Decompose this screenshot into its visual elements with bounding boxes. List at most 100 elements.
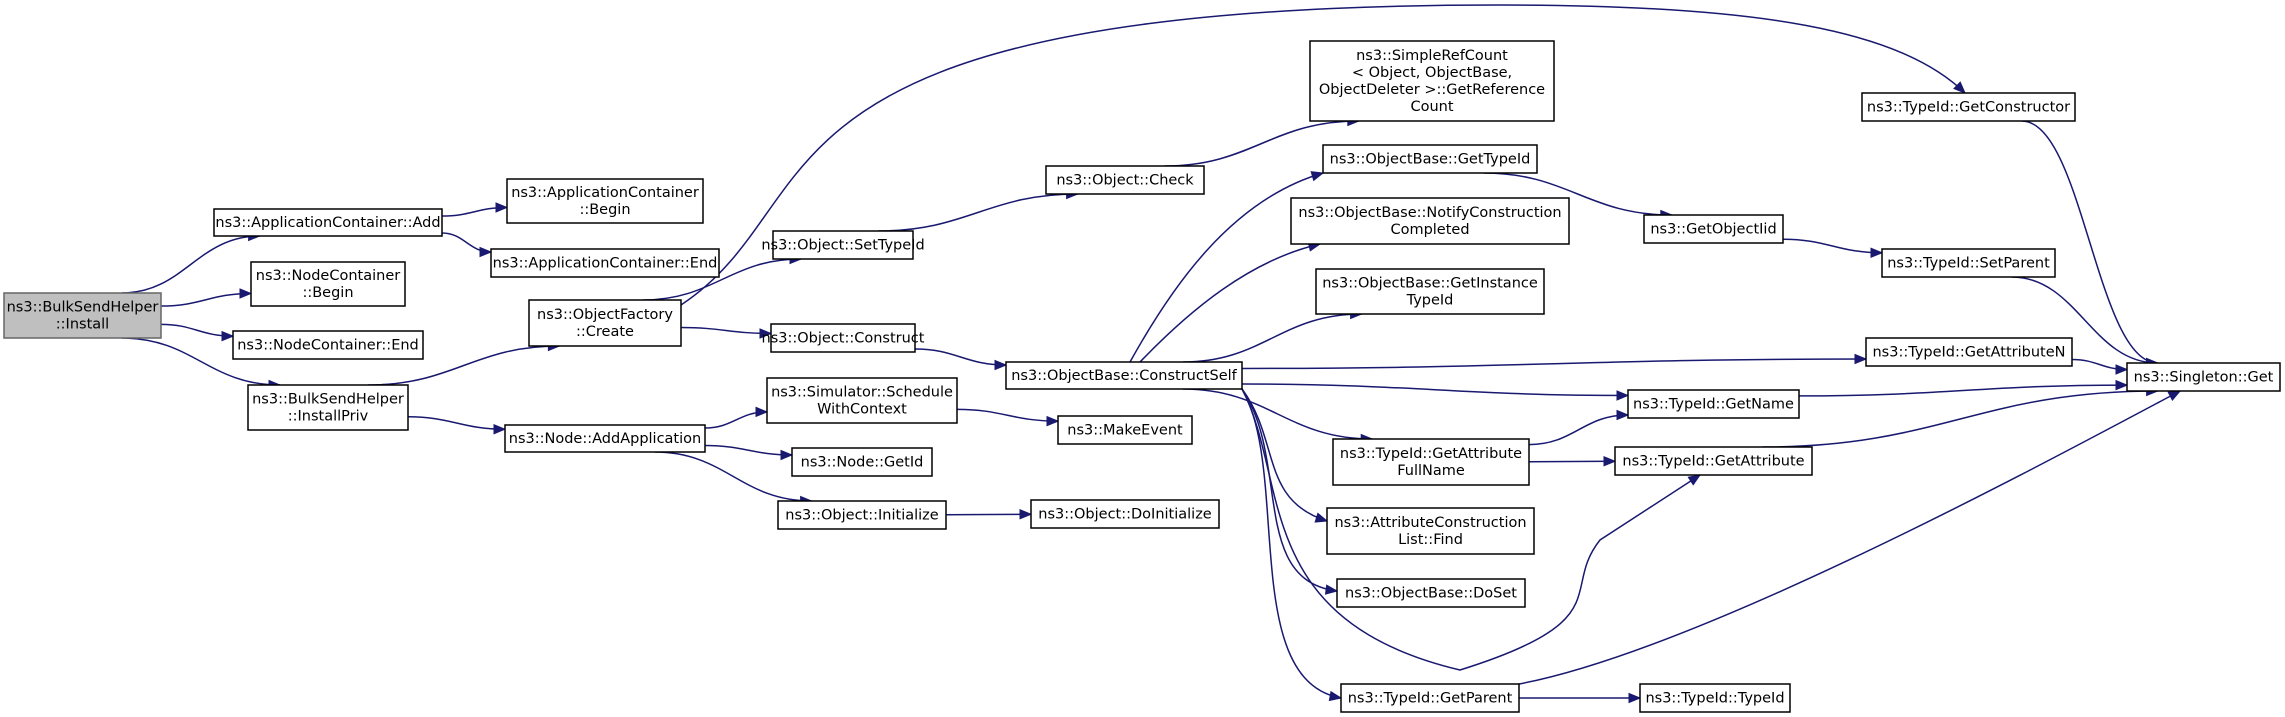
node-label: ns3::BulkSendHelper — [252, 392, 404, 408]
node-obGetTypeId[interactable]: ns3::ObjectBase::GetTypeId — [1322, 144, 1538, 174]
node-installPriv[interactable]: ns3::BulkSendHelper::InstallPriv — [247, 384, 409, 431]
node-box — [1340, 683, 1520, 713]
node-box — [1639, 683, 1791, 713]
arrowhead-icon — [1603, 456, 1617, 467]
arrowhead-icon — [759, 328, 773, 339]
node-label: ns3::Simulator::Schedule — [771, 385, 953, 401]
node-makeEvent[interactable]: ns3::MakeEvent — [1057, 415, 1193, 445]
node-label: ::InstallPriv — [288, 409, 369, 425]
node-addApp[interactable]: ns3::Node::AddApplication — [504, 424, 706, 453]
node-label: ns3::Node::AddApplication — [509, 431, 701, 447]
node-label: ns3::Node::GetId — [801, 455, 924, 471]
node-label: Completed — [1390, 222, 1469, 238]
node-label: ns3::TypeId::GetConstructor — [1867, 100, 2070, 116]
edge-constructSelf-to-getAttrFullName — [1182, 388, 1373, 440]
node-singletonGet[interactable]: ns3::Singleton::Get — [2126, 362, 2281, 392]
node-notifyCC[interactable]: ns3::ObjectBase::NotifyConstructionCompl… — [1290, 197, 1570, 245]
node-label: ns3::ObjectBase::GetTypeId — [1330, 152, 1531, 168]
node-box — [1861, 92, 2076, 122]
node-label: ns3::TypeId::SetParent — [1887, 256, 2050, 272]
node-box — [232, 330, 424, 360]
edge-getAttribute-to-singletonGet — [1762, 390, 2158, 448]
arrowhead-icon — [239, 288, 253, 299]
arrowhead-icon — [479, 246, 493, 258]
node-label: ns3::BulkSendHelper — [7, 300, 159, 316]
node-constructSelf[interactable]: ns3::ObjectBase::ConstructSelf — [1005, 361, 1243, 390]
node-box — [1336, 578, 1526, 608]
node-label: ns3::TypeId::TypeId — [1645, 691, 1784, 707]
node-label: ns3::ObjectFactory — [537, 307, 673, 323]
node-label: ns3::TypeId::GetName — [1633, 397, 1794, 413]
node-box — [1332, 438, 1530, 486]
node-doSet[interactable]: ns3::ObjectBase::DoSet — [1336, 578, 1526, 608]
node-acBegin[interactable]: ns3::ApplicationContainer::Begin — [506, 178, 704, 224]
node-box — [1309, 40, 1555, 122]
node-label: ns3::AttributeConstruction — [1334, 515, 1526, 531]
edge-obGetTypeId-to-getObjectIid — [1483, 172, 1672, 216]
node-box — [1290, 197, 1570, 245]
edge-constructSelf-to-getParent — [1241, 388, 1342, 699]
node-label: WithContext — [817, 402, 907, 418]
node-install[interactable]: ns3::BulkSendHelper::Install — [3, 292, 162, 339]
edge-objConstruct-to-constructSelf — [914, 348, 1007, 366]
node-label: ns3::Singleton::Get — [2134, 370, 2274, 386]
node-box — [506, 178, 704, 224]
node-ncEnd[interactable]: ns3::NodeContainer::End — [232, 330, 424, 360]
node-label: ns3::NodeContainer::End — [237, 338, 419, 354]
edge-setParent-to-singletonGet — [2011, 276, 2158, 364]
node-box — [528, 299, 682, 347]
edge-constructSelf-to-getAttrN — [1241, 358, 1867, 370]
node-label: ns3::TypeId::GetAttribute — [1622, 454, 1804, 470]
arrowhead-icon — [1328, 690, 1343, 702]
node-label: List::Find — [1398, 532, 1463, 548]
node-box — [777, 500, 947, 530]
node-doInit[interactable]: ns3::Object::DoInitialize — [1030, 499, 1220, 529]
edge-ofCreate-to-setTypeId — [642, 258, 802, 301]
node-box — [1865, 337, 2073, 367]
node-label: ns3::ObjectBase::GetInstance — [1322, 276, 1538, 292]
node-label: ns3::Object::Initialize — [785, 508, 938, 524]
node-refCount[interactable]: ns3::SimpleRefCount< Object, ObjectBase,… — [1309, 40, 1555, 122]
node-getObjectIid[interactable]: ns3::GetObjectIid — [1643, 214, 1784, 244]
node-label: ns3::MakeEvent — [1067, 423, 1183, 439]
node-ncBegin[interactable]: ns3::NodeContainer::Begin — [250, 261, 406, 307]
node-getConstructor[interactable]: ns3::TypeId::GetConstructor — [1861, 92, 2076, 122]
edge-install-to-appAdd — [121, 235, 260, 294]
node-objConstruct[interactable]: ns3::Object::Construct — [762, 323, 925, 353]
node-setTypeId[interactable]: ns3::Object::SetTypeId — [761, 230, 925, 260]
node-typeIdCtor[interactable]: ns3::TypeId::TypeId — [1639, 683, 1791, 713]
node-box — [1643, 214, 1784, 244]
node-box — [1614, 446, 1813, 476]
node-ofCreate[interactable]: ns3::ObjectFactory::Create — [528, 299, 682, 347]
arrowhead-icon — [1628, 692, 1642, 704]
edge-getConstructor-to-singletonGet — [2021, 120, 2158, 364]
node-getName[interactable]: ns3::TypeId::GetName — [1627, 389, 1800, 419]
node-nodeGetId[interactable]: ns3::Node::GetId — [791, 447, 933, 477]
edge-install-to-ncBegin — [160, 292, 252, 307]
node-box — [1005, 361, 1243, 390]
node-box — [1326, 507, 1535, 555]
node-objCheck[interactable]: ns3::Object::Check — [1045, 165, 1205, 195]
node-box — [247, 384, 409, 431]
arrowhead-icon — [493, 423, 507, 435]
arrowhead-icon — [1616, 409, 1630, 421]
node-objInit[interactable]: ns3::Object::Initialize — [777, 500, 947, 530]
node-getAttrN[interactable]: ns3::TypeId::GetAttributeN — [1865, 337, 2073, 367]
node-label: ns3::NodeContainer — [256, 268, 400, 284]
arrowhead-icon — [221, 330, 235, 342]
node-getParent[interactable]: ns3::TypeId::GetParent — [1340, 683, 1520, 713]
node-acEnd[interactable]: ns3::ApplicationContainer::End — [490, 248, 720, 278]
node-box — [2126, 362, 2281, 392]
edge-constructSelf-to-acListFind — [1241, 388, 1328, 522]
node-setParent[interactable]: ns3::TypeId::SetParent — [1881, 248, 2056, 278]
arrowhead-icon — [780, 449, 794, 461]
edge-constructSelf-to-getAttribute — [1241, 388, 1701, 671]
node-label: ns3::Object::DoInitialize — [1038, 507, 1212, 523]
node-appAdd[interactable]: ns3::ApplicationContainer::Add — [213, 208, 443, 237]
node-getAttribute[interactable]: ns3::TypeId::GetAttribute — [1614, 446, 1813, 476]
node-label: ns3::Object::SetTypeId — [761, 238, 924, 254]
